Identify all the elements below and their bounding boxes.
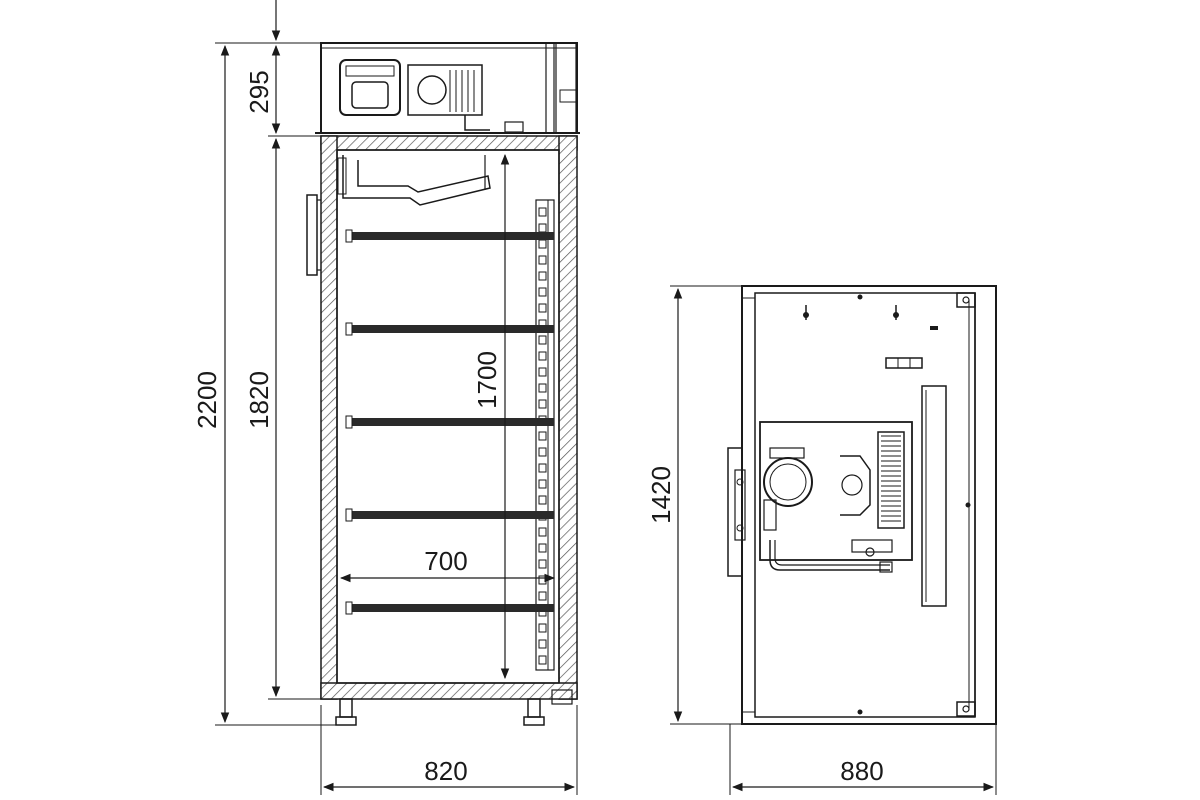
rail-slot — [538, 543, 547, 553]
top-unit-compartment — [315, 42, 580, 134]
mounting-points — [803, 294, 971, 715]
cabinet-feet — [335, 689, 573, 726]
rail-slot — [538, 223, 547, 233]
rail-slot — [538, 479, 547, 489]
front-dimension-lines — [215, 0, 578, 795]
shelf — [348, 232, 554, 240]
side-dimension-lines — [670, 285, 997, 795]
shelf-bracket — [345, 322, 353, 336]
rail-slot — [538, 367, 547, 377]
rear-bracket — [727, 447, 746, 577]
shelves — [345, 229, 554, 615]
rail-slot — [538, 431, 547, 441]
rail-slot — [538, 639, 547, 649]
shelf-bracket — [345, 415, 353, 429]
dim-side-depth: 880 — [840, 756, 883, 786]
rail-slot — [538, 239, 547, 249]
evaporator-unit — [337, 155, 491, 206]
shelf — [348, 511, 554, 519]
rail-slot — [538, 303, 547, 313]
rail-slot — [538, 575, 547, 585]
rail-slot — [538, 527, 547, 537]
front-view: 295 2200 1820 1700 700 820 — [192, 0, 580, 795]
rail-slot — [538, 287, 547, 297]
dim-top-section: 295 — [244, 70, 274, 113]
side-view: 1420 880 — [646, 285, 997, 795]
rail-slot — [538, 271, 547, 281]
shelf — [348, 604, 554, 612]
side-refrigeration-unit — [759, 421, 913, 573]
rail-slot — [538, 383, 547, 393]
dim-interior-width: 700 — [424, 546, 467, 576]
door-handle — [306, 194, 318, 276]
rail-slot — [538, 591, 547, 601]
dim-side-height: 1420 — [646, 466, 676, 524]
door-hinge — [956, 292, 976, 717]
shelf-rack-rail — [535, 199, 555, 671]
control-label — [885, 357, 923, 369]
shelf-bracket — [345, 508, 353, 522]
rail-slot — [538, 623, 547, 633]
rail-slot — [538, 255, 547, 265]
shelf-bracket — [345, 601, 353, 615]
dim-interior-height: 1700 — [472, 351, 502, 409]
shelf — [348, 418, 554, 426]
dim-cabinet-height: 1820 — [244, 371, 274, 429]
cabinet-walls — [320, 135, 578, 700]
rail-slot — [538, 207, 547, 217]
vent-panel — [921, 385, 947, 607]
rail-slot — [538, 351, 547, 361]
rail-slot — [538, 447, 547, 457]
dim-total-height: 2200 — [192, 371, 222, 429]
rail-slot — [538, 335, 547, 345]
rail-slot — [538, 399, 547, 409]
rail-slot — [538, 655, 547, 665]
shelf — [348, 325, 554, 333]
shelf-bracket — [345, 229, 353, 243]
rail-slot — [538, 559, 547, 569]
rail-slot — [538, 495, 547, 505]
dim-outer-width: 820 — [424, 756, 467, 786]
rail-slot — [538, 463, 547, 473]
